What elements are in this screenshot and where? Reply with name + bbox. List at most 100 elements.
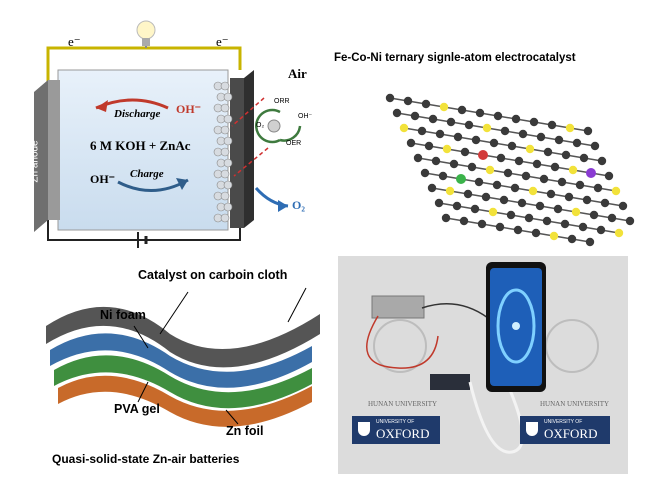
carbon-atom <box>403 96 413 106</box>
carbon-atom <box>385 93 395 103</box>
carbon-atom <box>583 126 593 136</box>
catalyst-bead <box>220 169 230 179</box>
battery-pouch <box>371 295 425 319</box>
carbon-atom <box>475 108 485 118</box>
catalyst-bead <box>223 114 233 124</box>
red-wire <box>366 315 439 369</box>
layered-battery-caption: Quasi-solid-state Zn-air batteries <box>52 452 240 466</box>
usb-board <box>430 374 470 390</box>
oer-label: OER <box>286 140 302 147</box>
oxford-small-right: UNIVERSITY OF <box>544 419 583 425</box>
carbon-atom <box>513 225 523 235</box>
ni-atom <box>456 174 466 184</box>
carbon-atom <box>481 192 491 202</box>
carbon-atom <box>539 174 549 184</box>
battery-schematic: e⁻ e⁻ Zn anode Discharge OH⁻ 6 M KOH + Z… <box>18 8 318 258</box>
orr-label: ORR <box>274 98 290 105</box>
carbon-atom <box>467 162 477 172</box>
zn-foil-layer <box>58 375 312 427</box>
carbon-atom <box>618 201 628 211</box>
oxford-big-left: OXFORD <box>376 426 430 441</box>
pva-gel-layer <box>54 355 312 409</box>
top-wire <box>46 46 242 86</box>
nitrogen-atom <box>445 186 455 196</box>
catalyst-bead <box>220 81 230 91</box>
nitrogen-atom <box>488 207 498 217</box>
electrolyte-label: 6 M KOH + ZnAc <box>90 138 191 153</box>
carbon-atom <box>446 117 456 127</box>
carbon-atom <box>431 156 441 166</box>
carbon-atom <box>511 114 521 124</box>
carbon-atom <box>493 111 503 121</box>
oxford-small-left: UNIVERSITY OF <box>376 419 415 425</box>
carbon-atom <box>564 192 574 202</box>
catalyst-particles <box>213 81 233 223</box>
nitrogen-atom <box>614 228 624 238</box>
carbon-atom <box>531 228 541 238</box>
demo-photo: HUNAN UNIVERSITY HUNAN UNIVERSITY UNIVER… <box>338 256 628 474</box>
carbon-atom <box>585 237 595 247</box>
carbon-atom <box>575 180 585 190</box>
carbon-atom <box>518 129 528 139</box>
hunan-text-left: HUNAN UNIVERSITY <box>368 400 438 408</box>
co-atom <box>586 168 596 178</box>
oh-bottom-label: OH⁻ <box>90 172 116 186</box>
catalyst-bead <box>220 147 230 157</box>
carbon-atom <box>438 171 448 181</box>
carbon-atom <box>542 216 552 226</box>
carbon-atom <box>428 114 438 124</box>
carbon-atom <box>496 153 506 163</box>
catalyst-bead <box>223 158 233 168</box>
oxford-badge-right: UNIVERSITY OF OXFORD <box>520 416 610 444</box>
o2-small-label: O₂ <box>256 122 265 129</box>
carbon-atom <box>597 156 607 166</box>
electron-label-left: e⁻ <box>68 34 81 49</box>
carbon-atom <box>492 180 502 190</box>
carbon-atom <box>410 111 420 121</box>
carbon-atom <box>441 213 451 223</box>
carbon-atom <box>554 135 564 145</box>
carbon-atom <box>536 132 546 142</box>
layer-stack-drawing <box>46 287 320 427</box>
nitrogen-atom <box>611 186 621 196</box>
carbon-atom <box>474 177 484 187</box>
electrolyte-tank <box>57 69 229 231</box>
carbon-atom <box>567 234 577 244</box>
ni-foam-label: Ni foam <box>100 308 146 322</box>
lightbulb-icon <box>136 20 156 48</box>
carbon-atom <box>532 159 542 169</box>
catalyst-bead <box>220 213 230 223</box>
carbon-atom <box>593 183 603 193</box>
carbon-atom <box>550 162 560 172</box>
electron-label-right: e⁻ <box>216 34 229 49</box>
carbon-atom <box>420 168 430 178</box>
carbon-atom <box>579 153 589 163</box>
carbon-atom <box>521 171 531 181</box>
carbon-atom <box>449 159 459 169</box>
carbon-atom <box>453 132 463 142</box>
carbon-atom <box>514 156 524 166</box>
black-wire <box>421 303 489 319</box>
carbon-atom <box>477 219 487 229</box>
carbon-atom <box>582 195 592 205</box>
carbon-atom <box>553 204 563 214</box>
nitrogen-atom <box>549 231 559 241</box>
carbon-atom <box>495 222 505 232</box>
oxford-crest-icon <box>358 422 370 436</box>
carbon-atom <box>561 150 571 160</box>
carbon-atom <box>435 129 445 139</box>
catalyst-bead <box>223 202 233 212</box>
nitrogen-atom <box>525 144 535 154</box>
carbon-atom <box>529 117 539 127</box>
carbon-atom <box>604 171 614 181</box>
carbon-atom <box>470 204 480 214</box>
carbon-cloth-layer <box>46 306 320 368</box>
oxford-big-right: OXFORD <box>544 426 598 441</box>
hunan-seal-left <box>373 319 427 373</box>
oxford-badge-left: UNIVERSITY OF OXFORD <box>352 416 440 444</box>
carbon-atom <box>460 147 470 157</box>
carbon-atom <box>557 177 567 187</box>
discharge-label: Discharge <box>114 108 161 120</box>
oxford-crest-icon <box>526 422 538 436</box>
carbon-atom <box>434 198 444 208</box>
